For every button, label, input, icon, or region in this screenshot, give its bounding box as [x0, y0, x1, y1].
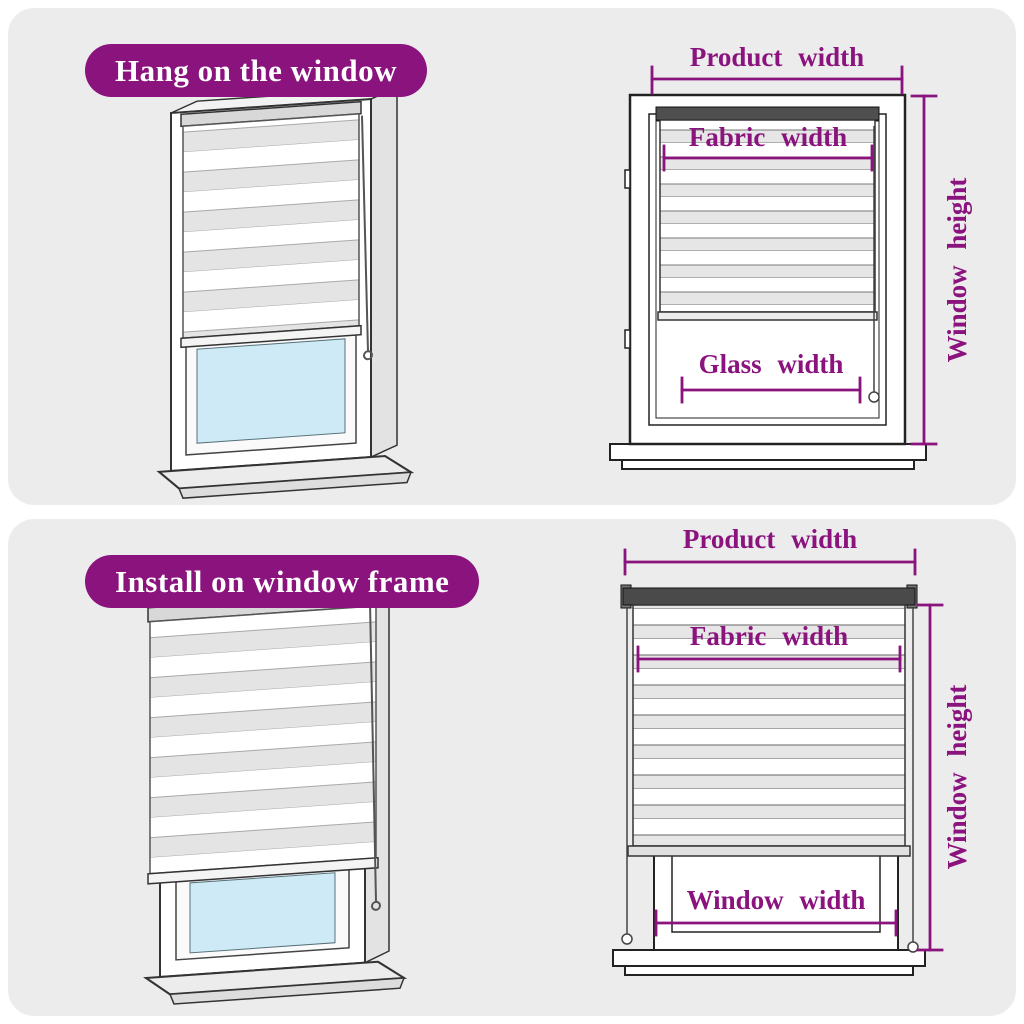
hinge-top	[624, 169, 631, 189]
panel-install-on-frame: Product width Fabric width Window width …	[8, 519, 1016, 1016]
window-height-measure	[916, 603, 944, 952]
window-depth-right	[370, 86, 398, 459]
diagram-install-on-frame: Product width Fabric width Window width …	[612, 524, 972, 976]
blind-cord	[361, 115, 369, 352]
fabric-width-label: Fabric width	[689, 122, 847, 152]
glass-width-measure	[680, 376, 862, 404]
window-glass	[196, 338, 346, 444]
blind	[147, 590, 379, 885]
sill-step	[621, 459, 915, 470]
measurement-lines	[650, 65, 938, 446]
blind-headrail	[655, 106, 880, 121]
blind	[655, 106, 880, 321]
diagram-hang-on-window: Product width Fabric width Glass width W…	[609, 42, 972, 470]
illustration-hang-on-window	[156, 86, 415, 499]
badge-install-on-frame: Install on window frame	[85, 555, 480, 608]
cord-ring-right	[907, 941, 919, 953]
product-width-measure	[623, 548, 917, 576]
sill-step	[624, 965, 914, 976]
blind-fabric	[182, 113, 360, 339]
measurement-labels: Product width Fabric width Window width …	[683, 524, 972, 915]
blind-bottom-rail	[627, 845, 911, 857]
panel-hang-on-window-graphics: Product width Fabric width Glass width W…	[156, 42, 972, 499]
illustration-install-on-frame	[143, 589, 408, 1005]
cord-ring	[371, 900, 381, 911]
window-glass	[189, 872, 336, 954]
window-width-measure	[654, 909, 898, 937]
blind-bottom-rail	[147, 856, 379, 885]
blind-cord	[369, 602, 377, 902]
panel-hang-on-window: Product width Fabric width Glass width W…	[8, 8, 1016, 505]
product-width-label: Product width	[683, 524, 857, 554]
fabric-width-measure	[662, 144, 874, 172]
window-height-measure	[910, 94, 938, 446]
blind-fabric	[632, 604, 906, 847]
measurement-labels: Product width Fabric width Glass width W…	[689, 42, 972, 379]
blind	[180, 100, 362, 349]
fabric-width-measure	[636, 645, 902, 673]
window-sill-front	[177, 471, 413, 499]
blind	[620, 584, 918, 857]
window-height-label: Window height	[942, 685, 972, 870]
cord-ring-left	[621, 933, 633, 945]
product-width-measure	[650, 65, 904, 95]
sill	[609, 443, 927, 461]
hinge-bottom	[624, 329, 631, 349]
blind-fabric	[659, 119, 876, 313]
product-width-label: Product width	[690, 42, 864, 72]
frame-inner	[671, 854, 881, 933]
window-width-label: Window width	[687, 885, 866, 915]
blind-bottom-rail	[657, 311, 878, 321]
window-height-label: Window height	[942, 178, 972, 363]
badge-hang-on-window: Hang on the window	[85, 44, 428, 97]
blind-headrail	[622, 587, 916, 606]
panel-install-on-frame-graphics: Product width Fabric width Window width …	[143, 524, 972, 1005]
glass-width-label: Glass width	[699, 349, 844, 379]
sill	[612, 949, 926, 967]
window-sill-front	[168, 977, 406, 1005]
cord-ring	[363, 350, 373, 361]
blind-fabric	[149, 605, 377, 875]
measurement-lines	[623, 548, 944, 952]
cord-ring	[868, 391, 880, 403]
fabric-width-label: Fabric width	[690, 621, 848, 651]
blind-bottom-rail	[180, 324, 362, 349]
